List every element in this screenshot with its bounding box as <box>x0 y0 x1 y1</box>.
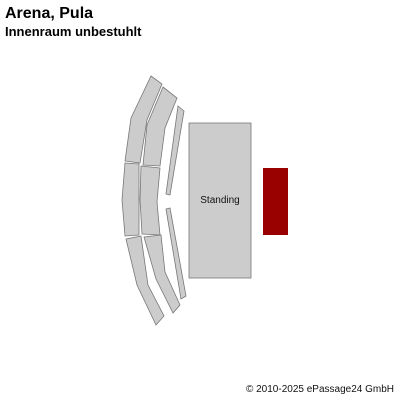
seat-section-middle-upper[interactable] <box>142 86 178 167</box>
venue-subtitle: Innenraum unbestuhlt <box>5 24 142 39</box>
seat-section-inner-upper[interactable] <box>165 105 185 196</box>
seat-section-outer-middle[interactable] <box>121 162 140 237</box>
seat-section-middle-lower[interactable] <box>143 234 181 314</box>
seat-section-middle-middle[interactable] <box>139 165 161 236</box>
seat-section-outer-upper[interactable] <box>124 75 163 164</box>
standing-area-label: Standing <box>200 195 239 206</box>
copyright-notice: © 2010-2025 ePassage24 GmbH <box>245 384 394 395</box>
seat-section-inner-lower[interactable] <box>165 207 187 300</box>
venue-title: Arena, Pula <box>5 5 94 22</box>
stage <box>263 168 288 235</box>
standing-area[interactable] <box>188 122 252 279</box>
seat-section-outer-lower[interactable] <box>125 235 165 326</box>
